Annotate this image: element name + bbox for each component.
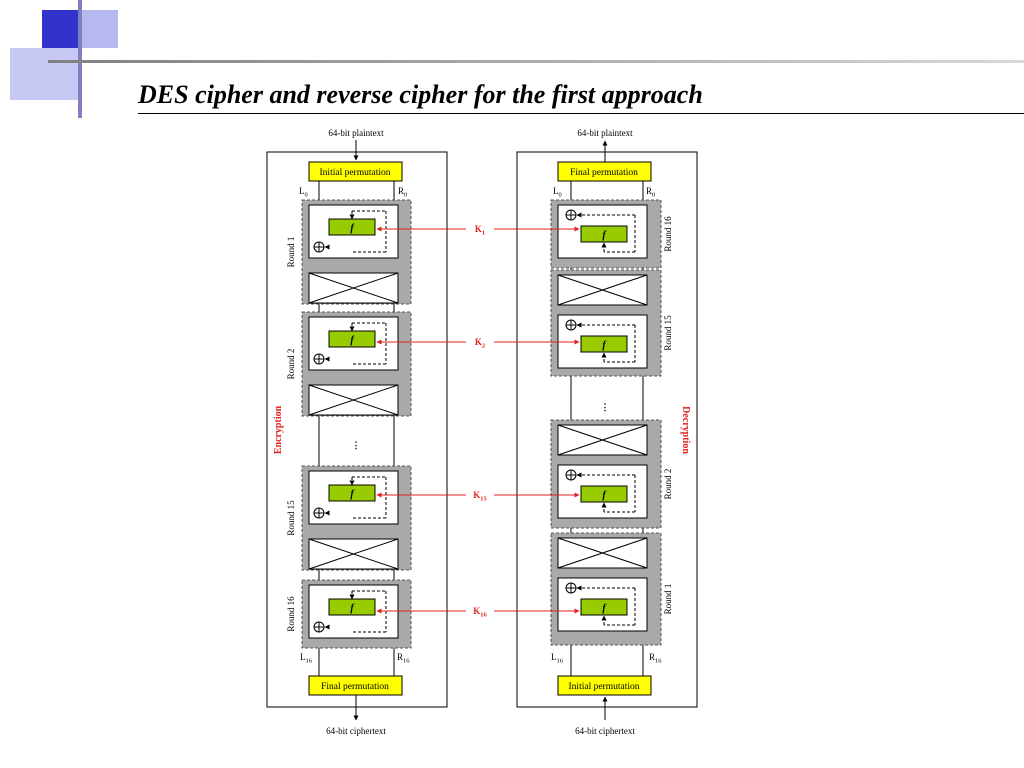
f-box-dec-1 xyxy=(580,335,628,353)
corner-vertical-line xyxy=(78,0,82,118)
key-label-1: K2 xyxy=(475,337,485,350)
plaintext-output-label: 64-bit plaintext xyxy=(577,128,633,138)
round-label-dec-3: Round 1 xyxy=(663,584,673,615)
key-label-0: K1 xyxy=(475,224,485,237)
corner-square-blue xyxy=(42,10,80,48)
ciphertext-output-label: 64-bit ciphertext xyxy=(326,726,386,736)
round-label-2: Round 15 xyxy=(286,500,296,536)
dec-ellipsis: ⋮ xyxy=(601,402,610,412)
r0-label: R0 xyxy=(398,186,407,199)
key-label-bg-3 xyxy=(466,603,494,617)
plaintext-input-label: 64-bit plaintext xyxy=(328,128,384,138)
l16-label: L16 xyxy=(300,652,313,665)
enc-ellipsis: ⋮ xyxy=(352,440,361,450)
f-function-label-dec-0: f xyxy=(602,230,607,241)
l0-label: L0 xyxy=(299,186,308,199)
r16-label: R16 xyxy=(397,652,410,665)
r16-label-dec: R16 xyxy=(649,652,662,665)
final-permutation-label: Final permutation xyxy=(321,682,389,692)
key-label-bg-0 xyxy=(466,221,494,235)
round-label-1: Round 2 xyxy=(286,349,296,380)
r0-label-dec: R0 xyxy=(646,186,655,199)
initial-permutation-box-dec xyxy=(557,675,652,696)
round-label-3: Round 16 xyxy=(286,596,296,632)
encryption-side-label: Encryption xyxy=(273,405,284,454)
ciphertext-input-label: 64-bit ciphertext xyxy=(575,726,635,736)
round-label-0: Round 1 xyxy=(286,237,296,268)
key-label-bg-1 xyxy=(466,334,494,348)
l0-label-dec: L0 xyxy=(553,186,562,199)
header-horizontal-line xyxy=(48,60,1024,63)
title-underline xyxy=(138,113,1024,114)
f-function-label-0: f xyxy=(350,223,355,234)
corner-square-light xyxy=(80,10,118,48)
initial-permutation-box xyxy=(308,161,403,182)
decryption-side-label: Decryption xyxy=(680,406,691,454)
final-permutation-label-dec: Final permutation xyxy=(570,168,638,178)
initial-permutation-label: Initial permutation xyxy=(320,168,391,178)
l16-label-dec: L16 xyxy=(551,652,564,665)
f-function-label-2: f xyxy=(350,489,355,500)
f-function-label-1: f xyxy=(350,335,355,346)
f-function-label-dec-1: f xyxy=(602,340,607,351)
round-label-dec-0: Round 16 xyxy=(663,216,673,252)
key-label-3: K16 xyxy=(473,606,487,619)
f-box-dec-3 xyxy=(580,598,628,616)
corner-square-pale xyxy=(10,48,80,100)
f-function-label-dec-3: f xyxy=(602,603,607,614)
f-box-dec-2 xyxy=(580,485,628,503)
initial-permutation-label-dec: Initial permutation xyxy=(569,682,640,692)
round-label-dec-2: Round 2 xyxy=(663,469,673,500)
key-label-bg-2 xyxy=(466,487,494,501)
slide-title: DES cipher and reverse cipher for the fi… xyxy=(138,80,703,109)
key-label-2: K15 xyxy=(473,490,487,503)
f-function-label-dec-2: f xyxy=(602,490,607,501)
final-permutation-box-dec xyxy=(557,161,652,182)
f-function-label-3: f xyxy=(350,603,355,614)
round-label-dec-1: Round 15 xyxy=(663,315,673,351)
f-box-dec-0 xyxy=(580,225,628,243)
